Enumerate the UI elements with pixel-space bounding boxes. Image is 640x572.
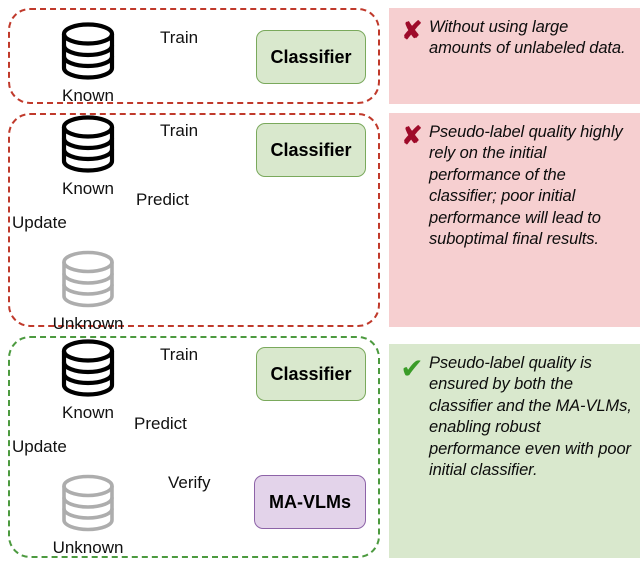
train-edge-label-row2: Train (160, 121, 199, 140)
update-edge-label-row2: Update (12, 213, 67, 232)
verify-edge-label-row3: Verify (168, 473, 211, 492)
predict-edge-label-row2: Predict (136, 190, 189, 209)
note-panel-supervised: ✘ Without using large amounts of unlabel… (389, 8, 640, 104)
unknown-dataset-row3: Unknown (48, 472, 128, 558)
train-edge-label-row1: Train (160, 28, 199, 47)
cross-mark-icon: ✘ (401, 122, 423, 150)
unknown-dataset-row2: Unknown (48, 248, 128, 334)
database-icon (61, 22, 115, 80)
note-text-supervised: Without using large amounts of unlabeled… (429, 18, 626, 58)
known-dataset-row3: Known (48, 337, 128, 423)
update-edge-label-row3: Update (12, 437, 67, 456)
cross-mark-icon: ✘ (401, 17, 423, 45)
note-panel-self-training: ✘ Pseudo-label quality highly rely on th… (389, 113, 640, 327)
classifier-box-row3[interactable]: Classifier (256, 347, 366, 401)
known-dataset-row1: Known (48, 20, 128, 106)
note-text-ma-vlm: Pseudo-label quality is ensured by both … (429, 354, 632, 480)
classifier-box-row2[interactable]: Classifier (256, 123, 366, 177)
check-mark-icon: ✔ (400, 352, 424, 385)
ma-vlms-box-label: MA-VLMs (269, 491, 351, 512)
unknown-dataset-label-row2: Unknown (52, 314, 124, 333)
predict-edge-label-row3: Predict (134, 414, 187, 433)
note-text-self-training: Pseudo-label quality highly rely on the … (429, 123, 623, 249)
classifier-box-label-row2: Classifier (270, 139, 352, 160)
train-edge-label-row3: Train (160, 345, 199, 364)
known-dataset-label-row1: Known (62, 86, 114, 105)
unknown-dataset-label-row3: Unknown (52, 538, 124, 557)
database-icon (61, 115, 115, 173)
database-icon (62, 474, 114, 532)
known-dataset-label-row2: Known (62, 179, 114, 198)
known-dataset-row2: Known (48, 113, 128, 199)
note-panel-ma-vlm: ✔ Pseudo-label quality is ensured by bot… (389, 344, 640, 558)
classifier-box-label-row1: Classifier (270, 46, 352, 67)
classifier-box-label-row3: Classifier (270, 363, 352, 384)
classifier-box-row1[interactable]: Classifier (256, 30, 366, 84)
known-dataset-label-row3: Known (62, 403, 114, 422)
database-icon (62, 250, 114, 308)
database-icon (61, 339, 115, 397)
ma-vlms-box[interactable]: MA-VLMs (254, 475, 366, 529)
